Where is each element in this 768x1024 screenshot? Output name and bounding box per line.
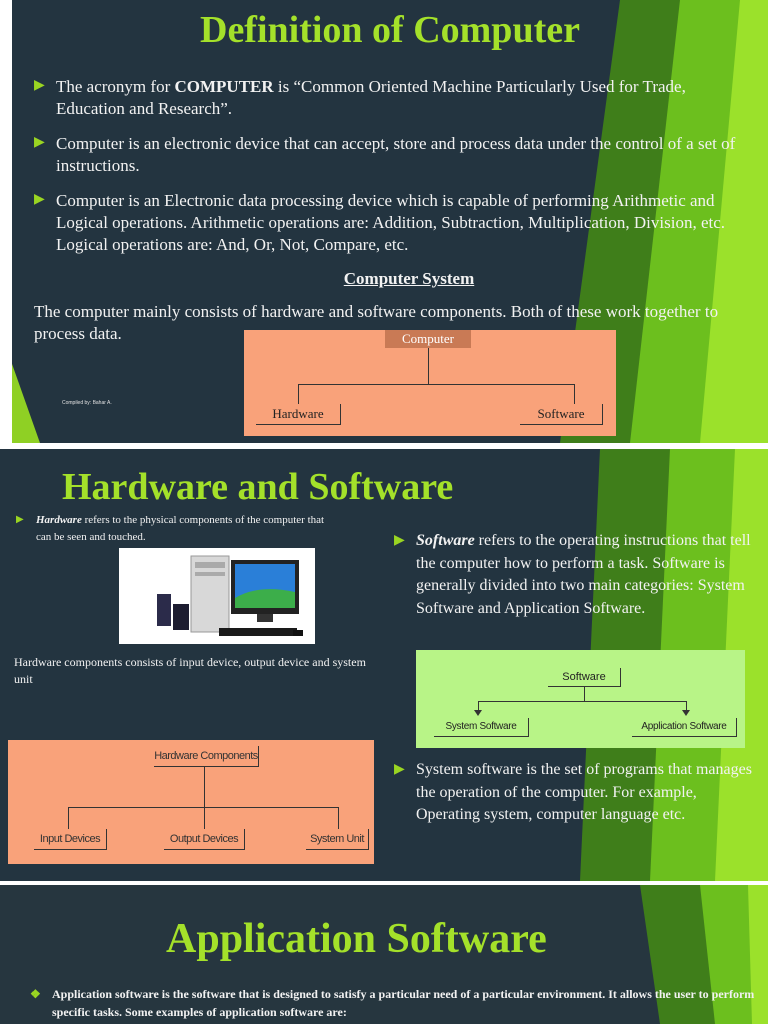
diamond-bullet-icon: ❖ xyxy=(30,987,41,1001)
triangle-bullet-icon: ▶ xyxy=(34,192,45,207)
computer-diagram: Computer Hardware Software xyxy=(244,330,616,436)
triangle-bullet-icon: ▶ xyxy=(34,78,45,93)
computer-system-paragraph: The computer mainly consists of hardware… xyxy=(34,302,719,344)
slide-title: Definition of Computer xyxy=(200,9,580,51)
diagram-node-software: Software xyxy=(548,668,621,687)
bullet-application-software: ❖Application software is the software th… xyxy=(30,987,755,1019)
slide-hardware-and-software: Hardware and Software ▶Hardware refers t… xyxy=(0,449,768,881)
diagram-node-software: Software xyxy=(520,404,603,425)
diagram-node-application-software: Application Software xyxy=(632,718,737,737)
bullet-data-processing: ▶Computer is an Electronic data processi… xyxy=(34,191,726,254)
diagram-node-system-software: System Software xyxy=(434,718,529,737)
triangle-bullet-icon: ▶ xyxy=(16,514,24,525)
diagram-node-system-unit: System Unit xyxy=(306,829,369,850)
arrow-down-icon xyxy=(682,710,690,716)
diagram-node-hardware: Hardware xyxy=(256,404,341,425)
triangle-bullet-icon: ▶ xyxy=(394,762,405,777)
software-diagram: Software System Software Application Sof… xyxy=(416,650,745,748)
bullet-electronic-device: ▶Computer is an electronic device that c… xyxy=(34,134,736,175)
bullet-software: ▶Software refers to the operating instru… xyxy=(394,532,751,618)
diagram-node-hardware-components: Hardware Components xyxy=(154,746,259,767)
slide-application-software: Application Software ❖Application softwa… xyxy=(0,885,768,1024)
slide-title: Application Software xyxy=(166,916,547,962)
bullet-acronym: ▶The acronym for COMPUTER is “Common Ori… xyxy=(34,77,686,118)
bullet-system-software: ▶System software is the set of programs … xyxy=(394,761,752,824)
hardware-components-text: Hardware components consists of input de… xyxy=(14,655,366,687)
diagram-node-output-devices: Output Devices xyxy=(164,829,245,850)
diagram-node-computer: Computer xyxy=(385,330,471,348)
slide-definition-of-computer: Definition of Computer ▶The acronym for … xyxy=(0,0,768,443)
hardware-components-diagram: Hardware Components Input Devices Output… xyxy=(8,740,374,864)
diagram-node-input-devices: Input Devices xyxy=(34,829,107,850)
computer-hardware-photo xyxy=(119,548,315,644)
credit-text: Compiled by: Bahar A. xyxy=(62,400,112,406)
triangle-bullet-icon: ▶ xyxy=(34,135,45,150)
slide-title: Hardware and Software xyxy=(62,466,454,508)
bullet-hardware: ▶Hardware refers to the physical compone… xyxy=(16,514,325,543)
section-heading: Computer System xyxy=(343,269,475,288)
arrow-down-icon xyxy=(474,710,482,716)
triangle-bullet-icon: ▶ xyxy=(394,533,405,548)
desktop-computer-icon xyxy=(157,555,303,636)
